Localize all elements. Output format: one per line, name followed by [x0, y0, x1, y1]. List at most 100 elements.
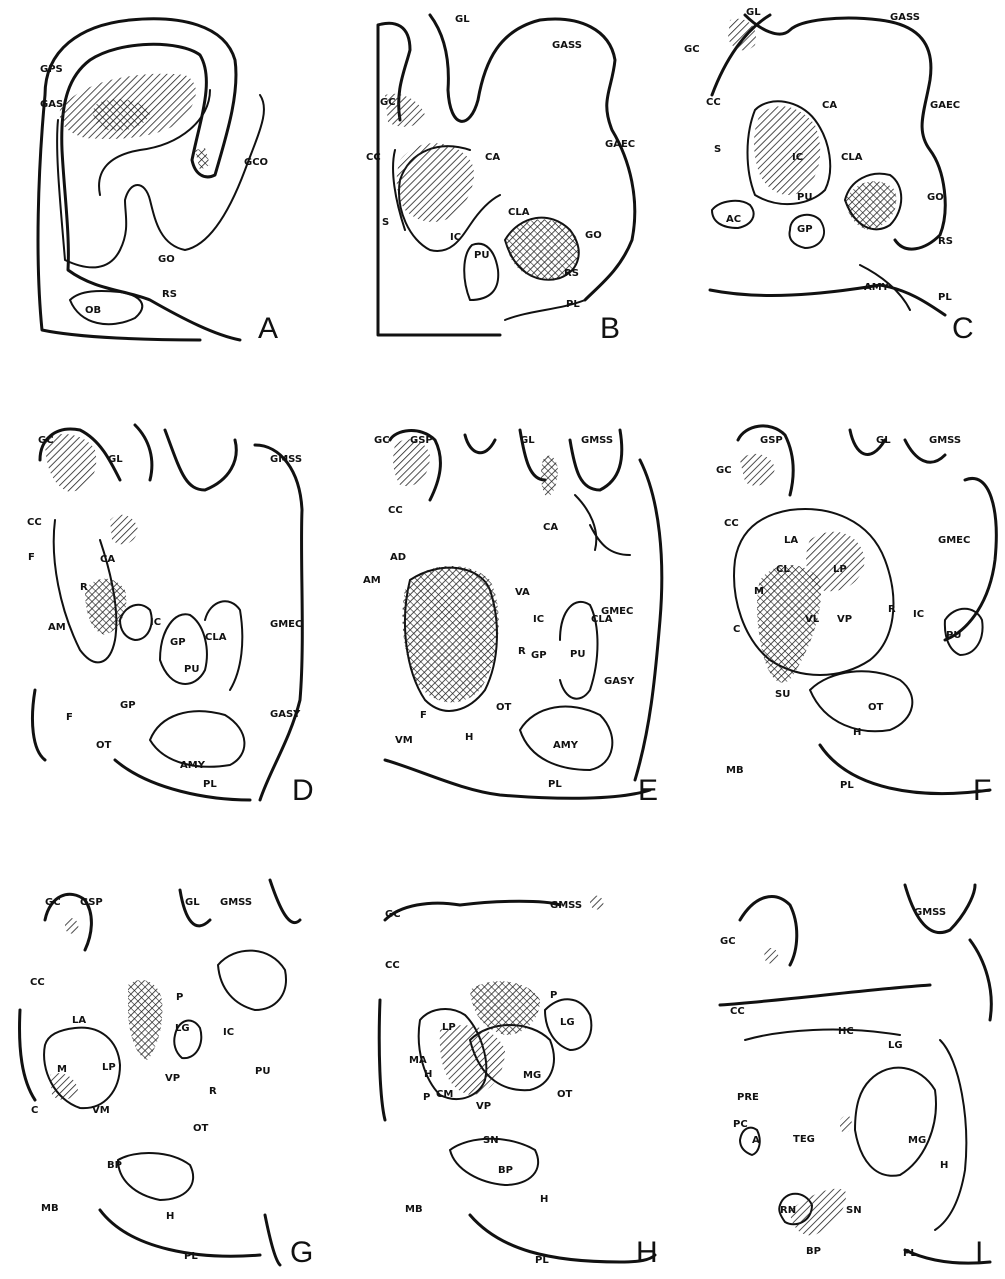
- structure-label: PRE: [737, 1092, 759, 1103]
- structure-label: H: [424, 1069, 432, 1080]
- structure-label: GL: [746, 7, 761, 18]
- panel-a: [38, 19, 264, 340]
- structure-label: GO: [158, 254, 175, 265]
- structure-label: GL: [108, 454, 123, 465]
- structure-label: GAEC: [605, 139, 635, 150]
- structure-label: CC: [706, 97, 721, 108]
- structure-label: GMSS: [581, 435, 613, 446]
- structure-label: R: [80, 582, 88, 593]
- structure-label: CLA: [591, 614, 613, 625]
- structure-label: A: [752, 1135, 760, 1146]
- structure-label: BP: [107, 1160, 122, 1171]
- structure-label: CL: [776, 564, 790, 575]
- structure-label: VA: [515, 587, 530, 598]
- structure-label: AMY: [180, 760, 206, 771]
- structure-label: GP: [797, 224, 813, 235]
- structure-label: TEG: [793, 1134, 815, 1145]
- structure-label: LG: [888, 1040, 903, 1051]
- structure-label: LA: [72, 1015, 86, 1026]
- structure-label: PL: [548, 779, 562, 790]
- structure-label: GC: [385, 909, 401, 920]
- structure-label: OT: [193, 1123, 209, 1134]
- structure-label: GC: [684, 44, 700, 55]
- structure-label: H: [465, 732, 473, 743]
- structure-label: C: [733, 624, 740, 635]
- structure-label: LG: [175, 1023, 190, 1034]
- structure-label: GASS: [552, 40, 582, 51]
- structure-label: F: [66, 712, 73, 723]
- structure-label: GC: [380, 97, 396, 108]
- structure-label: AC: [726, 214, 741, 225]
- structure-label: R: [518, 646, 526, 657]
- structure-label: GO: [927, 192, 944, 203]
- structure-label: GSP: [80, 897, 103, 908]
- structure-label: HC: [838, 1026, 854, 1037]
- structure-label: GPS: [40, 64, 63, 75]
- structure-label: F: [28, 552, 35, 563]
- structure-label: CC: [366, 152, 381, 163]
- structure-label: SN: [846, 1205, 862, 1216]
- structure-label: LA: [784, 535, 798, 546]
- structure-label: R: [888, 604, 896, 615]
- structure-label: CC: [385, 960, 400, 971]
- structure-label: GMSS: [929, 435, 961, 446]
- structure-label: SN: [483, 1135, 499, 1146]
- structure-label: GSP: [410, 435, 433, 446]
- panel-letter-c: C: [952, 312, 974, 345]
- structure-label: CC: [30, 977, 45, 988]
- panel-c: [710, 15, 945, 315]
- structure-label: M: [57, 1064, 67, 1075]
- structure-label: PL: [903, 1248, 917, 1259]
- structure-label: BP: [498, 1165, 513, 1176]
- structure-label: GC: [716, 465, 732, 476]
- structure-label: PL: [203, 779, 217, 790]
- structure-label: MA: [409, 1055, 427, 1066]
- structure-label: CM: [436, 1089, 453, 1100]
- structure-label: CA: [822, 100, 837, 111]
- structure-label: OB: [85, 305, 101, 316]
- structure-label: RS: [564, 268, 579, 279]
- structure-label: H: [853, 727, 861, 738]
- structure-label: CLA: [841, 152, 863, 163]
- structure-label: CLA: [205, 632, 227, 643]
- structure-label: P: [423, 1092, 430, 1103]
- structure-label: CA: [485, 152, 500, 163]
- structure-label: MB: [41, 1203, 59, 1214]
- structure-label: P: [176, 992, 183, 1003]
- structure-label: GMSS: [270, 454, 302, 465]
- structure-label: S: [714, 144, 721, 155]
- structure-label: IC: [150, 617, 161, 628]
- structure-label: PU: [570, 649, 585, 660]
- structure-label: IC: [913, 609, 924, 620]
- panel-letter-a: A: [258, 312, 278, 345]
- structure-label: PU: [474, 250, 489, 261]
- structure-label: H: [940, 1160, 948, 1171]
- panel-letter-d: D: [292, 774, 314, 807]
- structure-label: GL: [520, 435, 535, 446]
- structure-label: AD: [390, 552, 406, 563]
- structure-label: PL: [535, 1255, 549, 1266]
- structure-label: CLA: [508, 207, 530, 218]
- structure-label: GP: [120, 700, 136, 711]
- structure-label: LP: [442, 1022, 456, 1033]
- structure-label: IC: [792, 152, 803, 163]
- structure-label: H: [166, 1211, 174, 1222]
- structure-label: GP: [531, 650, 547, 661]
- structure-label: PU: [184, 664, 199, 675]
- structure-label: CC: [724, 518, 739, 529]
- structure-label: RS: [938, 236, 953, 247]
- structure-label: S: [382, 217, 389, 228]
- panel-f: [734, 426, 996, 794]
- structure-label: AM: [48, 622, 66, 633]
- structure-label: GSP: [760, 435, 783, 446]
- structure-label: PL: [566, 299, 580, 310]
- structure-label: GAEC: [930, 100, 960, 111]
- structure-label: LP: [102, 1062, 116, 1073]
- structure-label: GMSS: [914, 907, 946, 918]
- structure-label: SU: [775, 689, 790, 700]
- structure-label: R: [209, 1086, 217, 1097]
- structure-label: GL: [876, 435, 891, 446]
- structure-label: GC: [38, 435, 54, 446]
- structure-label: GMEC: [270, 619, 302, 630]
